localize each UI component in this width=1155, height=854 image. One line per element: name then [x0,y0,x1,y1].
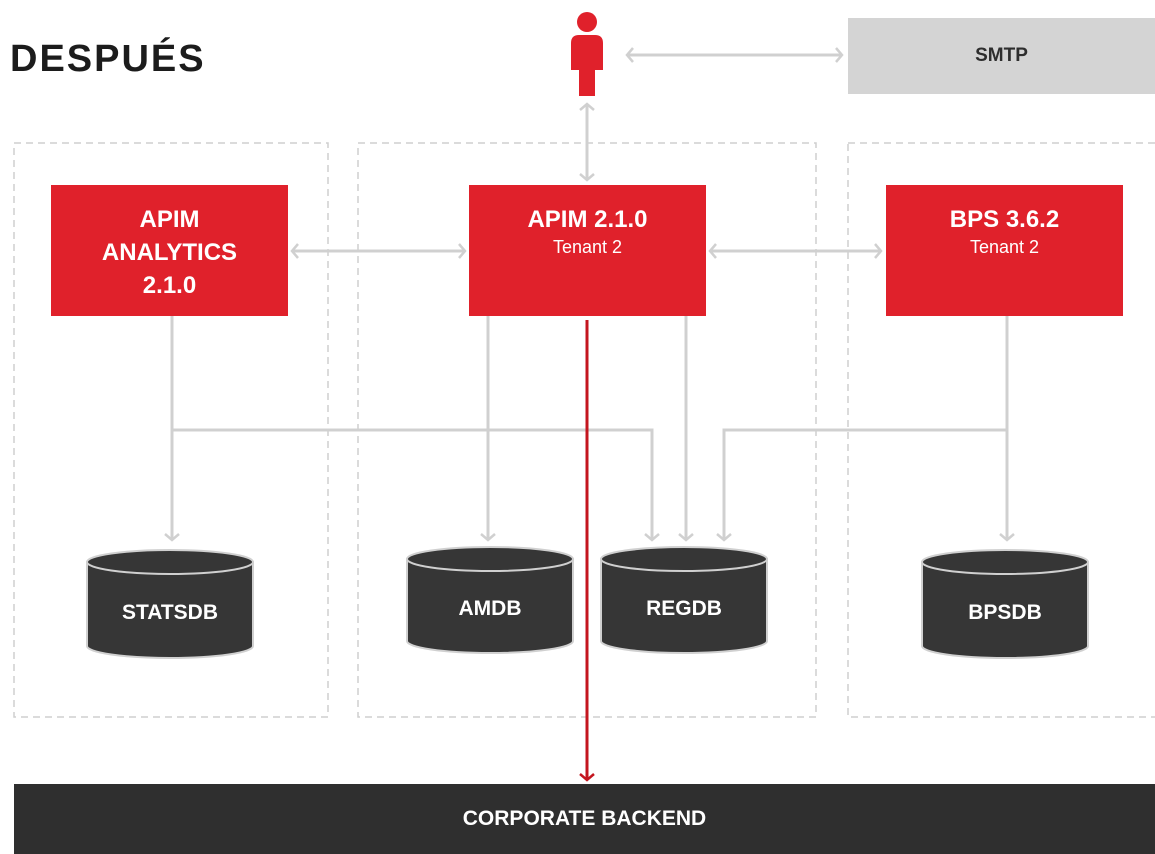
db-statsdb-cylinder [86,549,254,659]
db-bpsdb-cylinder [921,549,1089,659]
connector-analytics-regdb [172,428,660,542]
db-statsdb-label: STATSDB [121,601,219,624]
db-bpsdb-label: BPSDB [968,601,1042,624]
db-amdb-label: AMDB [458,597,522,620]
analytics-line1: APIM [139,206,200,233]
apim-tenant: Tenant 2 [552,237,623,257]
smtp-label: SMTP [975,45,1028,66]
bps-tenant: Tenant 2 [969,237,1040,257]
user-icon [571,12,603,96]
analytics-line3: 2.1.0 [142,272,197,299]
analytics-line2: ANALYTICS [101,239,238,266]
apim-name: APIM 2.1.0 [527,206,648,233]
apim-node: APIM 2.1.0 Tenant 2 [469,185,706,316]
group-bps [847,142,1155,718]
apim-analytics-node: APIM ANALYTICS 2.1.0 [51,185,288,316]
db-regdb-label: REGDB [646,597,722,620]
bps-node: BPS 3.6.2 Tenant 2 [886,185,1123,316]
backend-label: CORPORATE BACKEND [462,807,707,830]
page-title: DESPUÉS [10,38,206,80]
connector-bps-regdb [716,428,1007,542]
db-amdb-cylinder [406,546,574,654]
db-regdb-cylinder [600,546,768,654]
smtp-node: SMTP [848,18,1155,94]
bps-name: BPS 3.6.2 [949,206,1060,233]
corporate-backend-bar: CORPORATE BACKEND [14,784,1155,854]
